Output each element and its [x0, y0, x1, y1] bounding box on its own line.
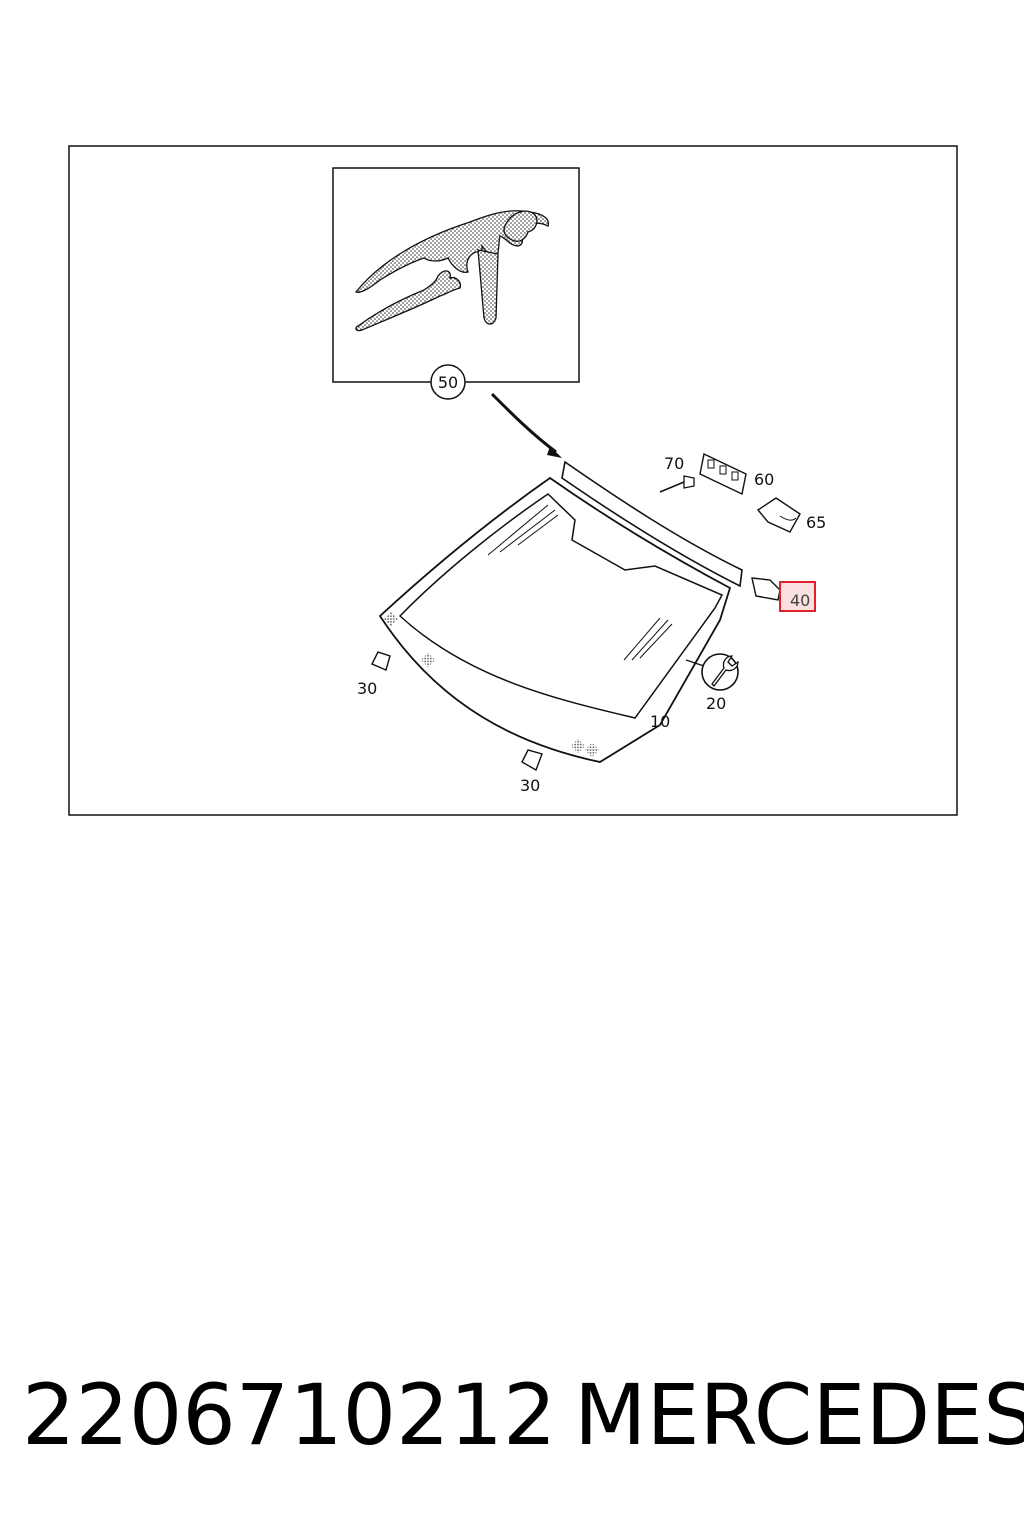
part-number: 2206710212	[22, 1366, 557, 1464]
callout-30-bottom: 30	[520, 776, 540, 795]
callout-30-left: 30	[357, 679, 377, 698]
part-65-clip	[756, 497, 801, 533]
diagram-frame	[68, 145, 958, 816]
brand-name: MERCEDES	[574, 1366, 1024, 1464]
seal-profile-clip	[503, 210, 538, 242]
pointer-arrow	[490, 392, 557, 454]
callout-10: 10	[650, 712, 670, 731]
wrench-icon	[701, 653, 739, 691]
windshield-inner	[398, 493, 724, 719]
callout-70: 70	[664, 454, 684, 473]
part-30-clip-bottom	[521, 749, 543, 772]
callout-40: 40	[790, 591, 810, 610]
seal-profile-lower	[355, 270, 462, 332]
callout-50: 50	[438, 373, 458, 392]
parts-diagram: 50 70 60 65	[68, 145, 958, 816]
callout-50-circle	[430, 364, 466, 400]
part-30-clip-left	[371, 651, 391, 671]
callout-40-highlight	[779, 581, 816, 612]
seal-profile-inset	[332, 167, 580, 383]
part-40-end-cap	[751, 577, 781, 601]
seal-profile-leg	[477, 249, 499, 325]
callout-20: 20	[706, 694, 726, 713]
callout-65: 65	[806, 513, 826, 532]
windshield	[378, 476, 732, 763]
footer: 2206710212 MERCEDES	[0, 1360, 1024, 1470]
callout-60: 60	[754, 470, 774, 489]
part-70-pin	[659, 475, 695, 493]
part-60-clip	[699, 452, 747, 496]
top-trim-strip	[561, 460, 743, 588]
